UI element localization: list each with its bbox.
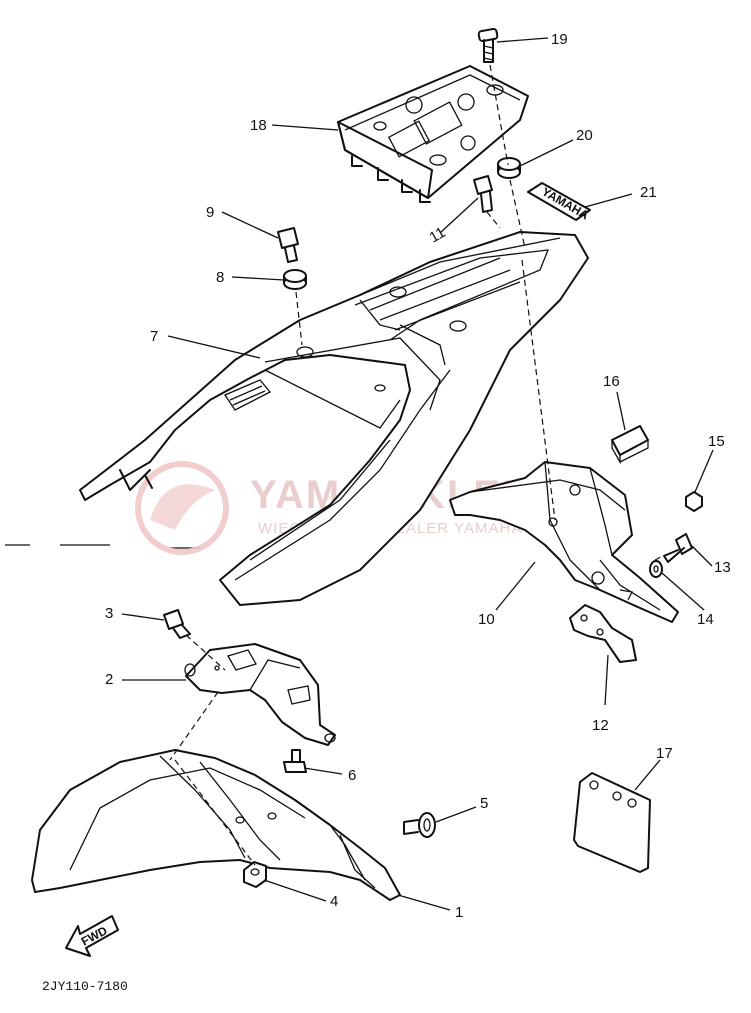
part-21-decal: YAMAHA (527, 182, 591, 223)
callout-2: 2 (105, 671, 113, 688)
assembly-lines (169, 64, 666, 866)
callout-1: 1 (455, 904, 463, 921)
part-15-nut (685, 491, 703, 512)
watermark-logo-swoosh (150, 484, 215, 530)
callout-9: 9 (206, 204, 214, 221)
callout-21: 21 (640, 184, 657, 201)
callout-6: 6 (348, 767, 356, 784)
part-6-bolt (283, 749, 307, 773)
callout-14: 14 (697, 611, 714, 628)
callout-labels: 19 18 20 21 11 9 8 7 16 15 13 14 10 12 1… (105, 31, 731, 921)
watermark-logo-ring (135, 461, 229, 555)
callout-8: 8 (216, 269, 224, 286)
callout-15: 15 (708, 433, 725, 450)
callout-10: 10 (478, 611, 495, 628)
callout-7: 7 (150, 328, 158, 345)
callout-11: 11 (427, 224, 449, 247)
callout-12: 12 (592, 717, 609, 734)
part-19-bolt (477, 27, 499, 63)
callout-20: 20 (576, 127, 593, 144)
part-8-grommet (283, 269, 307, 290)
part-9-bolt (277, 227, 299, 263)
part-3-bolt (163, 609, 191, 639)
part-7-rear-fender-body (79, 231, 589, 606)
part-16-reflector (611, 425, 649, 465)
diagram-code: 2JY110-7180 (42, 979, 128, 994)
callout-19: 19 (551, 31, 568, 48)
callout-18: 18 (250, 117, 267, 134)
part-17-plate (573, 772, 651, 873)
callout-5: 5 (480, 795, 488, 812)
part-11-bolt (473, 175, 493, 213)
callout-4: 4 (330, 893, 338, 910)
part-1-front-fender (31, 749, 401, 901)
callout-13: 13 (714, 559, 731, 576)
part-14-washer (649, 560, 663, 578)
fwd-arrow: FWD (65, 915, 119, 957)
part-12-bracket (569, 604, 637, 663)
callout-3: 3 (105, 605, 113, 622)
part-5-grommet (403, 812, 436, 838)
callout-17: 17 (656, 745, 673, 762)
part-10-tail-bracket (449, 461, 679, 623)
part-13-bolt (663, 533, 693, 563)
part-2-fender-bracket (184, 643, 336, 746)
callout-16: 16 (603, 373, 620, 390)
part-18-rear-carrier (337, 65, 529, 203)
part-4-nut (243, 861, 267, 888)
part-20-collar (497, 157, 521, 179)
leader-lines (121, 37, 714, 911)
